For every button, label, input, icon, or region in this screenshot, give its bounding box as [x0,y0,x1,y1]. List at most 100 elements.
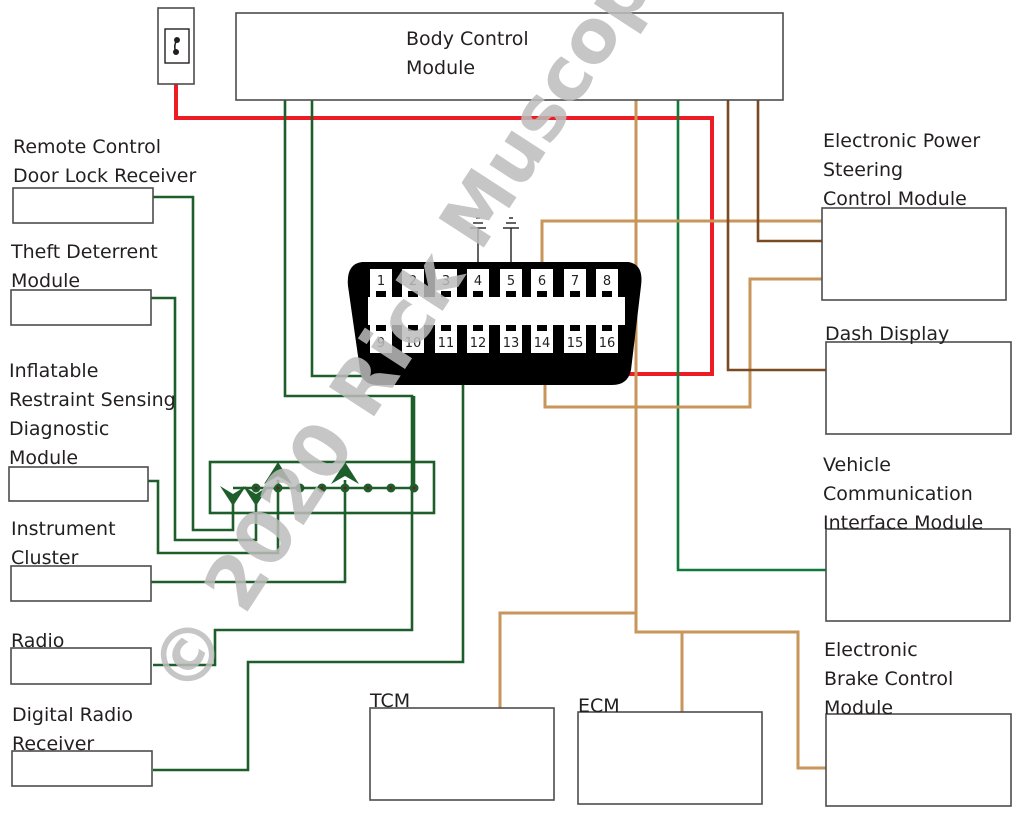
splice-arrow-down [220,486,246,506]
tdm-label-line: Module [11,270,80,292]
vcim-label-line: Interface Module [823,512,983,534]
eps-box [821,207,1007,301]
pin-16: 16 [596,325,618,353]
splice-node-center [389,486,393,490]
tdm-box [10,289,152,326]
lscan-wire-dash [726,100,826,372]
pin-2: 2 [402,269,424,297]
irsdm-label-line: Diagnostic [9,418,109,440]
ecm-label-line: ECM [578,695,620,717]
vcim-label-line: Vehicle [823,454,891,476]
splice-node-center [412,486,416,490]
splice-node-center [343,486,347,490]
pin-number: 9 [377,336,385,351]
pin-6: 6 [531,269,553,297]
tcm-label: TCM [369,690,410,712]
pin-1: 1 [370,269,392,297]
lscan-wire-eps [756,100,822,243]
hscan-wire-bcm [634,100,826,770]
pin-13: 13 [500,325,522,353]
ecm-label: ECM [578,695,620,717]
splice-node-center [254,486,258,490]
pin-number: 11 [438,336,455,351]
pin-channel [368,297,625,325]
pin-number: 16 [599,336,616,351]
drr-box [11,750,153,787]
tcm-box [369,707,555,801]
pin-number: 7 [571,274,579,289]
pin-number: 13 [503,336,520,351]
rcdlr-label-line: Door Lock Receiver [13,165,196,187]
tdm-label-line: Theft Deterrent [10,241,158,263]
splice-marks [220,462,419,506]
eps-label-line: Steering [823,159,903,181]
drr-label-line: Digital Radio [12,704,133,726]
rcdlr-box [12,187,154,224]
splice-node-center [298,486,302,490]
ebcm-label-line: Brake Control [824,668,953,690]
pin-10: 10 [402,325,424,353]
splice-pack [208,460,436,515]
pin-5: 5 [500,269,522,297]
class2-wire-bcm-a [153,100,414,667]
rcdlr-wire [153,195,235,532]
pin-7: 7 [564,269,586,297]
bcm-box [235,12,784,101]
pin-11: 11 [435,325,457,353]
hscan-wire-tcm [498,611,636,708]
pin-number: 5 [507,274,515,289]
ipc-wire [151,480,347,584]
pin-number: 12 [470,336,487,351]
tcm-label-line: TCM [369,690,410,712]
pin-4: 4 [467,269,489,297]
splice-arrow-up [331,462,359,484]
pin-number: 14 [534,336,551,351]
bcm-label-line: Body Control [406,28,529,50]
pin-number: 3 [442,274,450,289]
pin-15: 15 [564,325,586,353]
pin-number: 15 [567,336,584,351]
pin-number: 2 [409,274,417,289]
ipc-box [10,565,152,602]
pin-number: 8 [603,274,611,289]
pin-number: 1 [377,274,385,289]
ecm-box [577,711,763,805]
dash-box [825,341,1012,435]
ground-icon [470,217,486,229]
wires [148,55,826,772]
splice-node-center [276,486,280,490]
pin-8: 8 [596,269,618,297]
pin-12: 12 [467,325,489,353]
ebcm-label-line: Module [824,697,893,719]
irsdm-label-line: Inflatable [9,360,98,382]
can-pin14-wire [543,277,822,409]
ipc-label-line: Cluster [11,547,79,569]
pin-number: 6 [538,274,546,289]
radio-label-line: Radio [11,630,64,652]
drr-label-line: Receiver [12,733,94,755]
irsdm-label-line: Module [9,447,78,469]
pin-9: 9 [370,325,392,353]
splice-node-center [320,486,324,490]
tdm-wire [151,296,258,542]
splice-node-center [366,486,370,490]
radio-box [10,647,152,685]
vcim-box [825,528,1011,622]
ebcm-label-line: Electronic [824,639,918,661]
rcdlr-label-line: Remote Control [13,136,161,158]
radio-label: Radio [11,630,64,652]
irsdm-box [8,466,149,502]
eps-label-line: Control Module [823,188,967,210]
eps-label-line: Electronic Power [823,130,980,152]
dash-label: Dash Display [825,323,949,345]
